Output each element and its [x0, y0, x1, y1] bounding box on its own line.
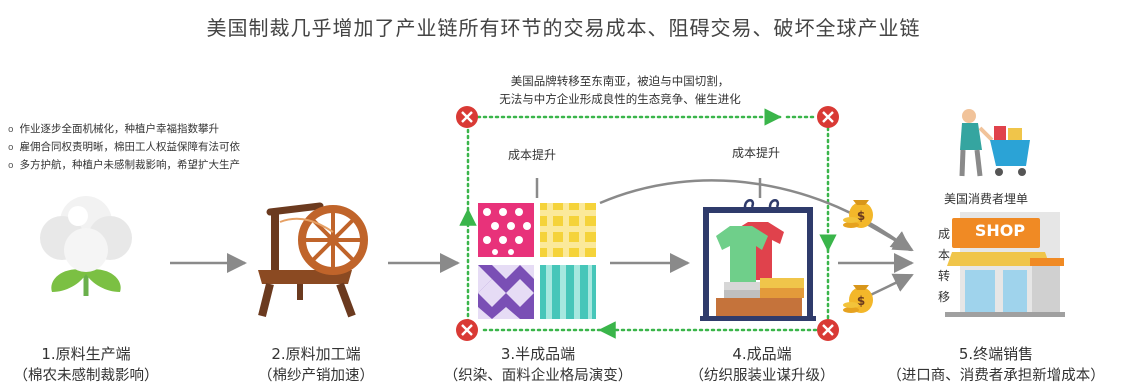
- cost-transfer-label: 成本转移: [937, 227, 950, 304]
- spinning-wheel-icon: [258, 202, 368, 318]
- stage-name: 1.原料生产端: [41, 345, 131, 363]
- money-bag-icon: $: [843, 200, 873, 228]
- shop-sign: [952, 218, 1040, 248]
- shopper-icon: [959, 109, 1030, 177]
- clothing-rack-icon: [700, 199, 816, 321]
- note-item: 雇佣合同权责明晰，棉田工人权益保障有法可依: [8, 138, 241, 156]
- stage-4-label: 4.成品端 （纺织服装业谋升级）: [672, 343, 852, 385]
- stage-subtitle: （棉农未感制裁影响）: [13, 368, 159, 384]
- svg-text:$: $: [857, 209, 865, 223]
- stage-5-label: 5.终端销售 （进口商、消费者承担新增成本）: [868, 343, 1124, 385]
- cross-icon: [817, 106, 839, 128]
- brand-shift-note: 美国品牌转移至东南亚，被迫与中国切割， 无法与中方企业形成良性的生态竞争、催生进…: [440, 72, 800, 108]
- arrow-stage3-to-5: [599, 179, 912, 252]
- brand-shift-note-line2: 无法与中方企业形成良性的生态竞争、催生进化: [499, 92, 741, 106]
- fabric-swatches-icon: [478, 203, 596, 319]
- note-item: 作业逐步全面机械化，种植户幸福指数攀升: [8, 120, 240, 138]
- cost-up-label-stage3: 成本提升: [508, 148, 557, 162]
- stage-subtitle: （进口商、消费者承担新增成本）: [887, 368, 1105, 384]
- note-item: 多方护航，种植户未感制裁影响，希望扩大生产: [8, 156, 241, 174]
- stage-subtitle: （织染、面料企业格局演变）: [443, 368, 633, 384]
- svg-text:$: $: [857, 294, 865, 308]
- cross-icon: [456, 106, 478, 128]
- cross-icon: [817, 319, 839, 341]
- diagram-title: 美国制裁几乎增加了产业链所有环节的交易成本、阻碍交易、破坏全球产业链: [206, 16, 921, 40]
- stage-name: 3.半成品端: [500, 345, 576, 363]
- shop-icon: [945, 212, 1065, 317]
- stage-name: 4.成品端: [732, 345, 792, 363]
- cotton-icon: [40, 196, 132, 296]
- stage-3-label: 3.半成品端 （织染、面料企业格局演变）: [432, 343, 644, 385]
- cross-icon: [456, 319, 478, 341]
- stage-1-label: 1.原料生产端 （棉农未感制裁影响）: [0, 343, 172, 385]
- dotted-supply-box: [459, 108, 837, 339]
- stage-subtitle: （棉纱产销加速）: [258, 368, 374, 384]
- stage-name: 5.终端销售: [958, 345, 1034, 363]
- consumer-pays-label: 美国消费者埋单: [944, 192, 1029, 206]
- stage-name: 2.原料加工端: [271, 345, 361, 363]
- stage-subtitle: （纺织服装业谋升级）: [689, 368, 835, 384]
- cost-up-label-stage4: 成本提升: [732, 146, 781, 160]
- money-bag-icon: $: [843, 285, 873, 313]
- brand-shift-note-line1: 美国品牌转移至东南亚，被迫与中国切割，: [510, 74, 730, 88]
- shop-sign-text: SHOP: [974, 221, 1026, 240]
- cotton-farmer-notes: 作业逐步全面机械化，种植户幸福指数攀升 雇佣合同权责明晰，棉田工人权益保障有法可…: [8, 120, 241, 174]
- stage-2-label: 2.原料加工端 （棉纱产销加速）: [236, 343, 396, 385]
